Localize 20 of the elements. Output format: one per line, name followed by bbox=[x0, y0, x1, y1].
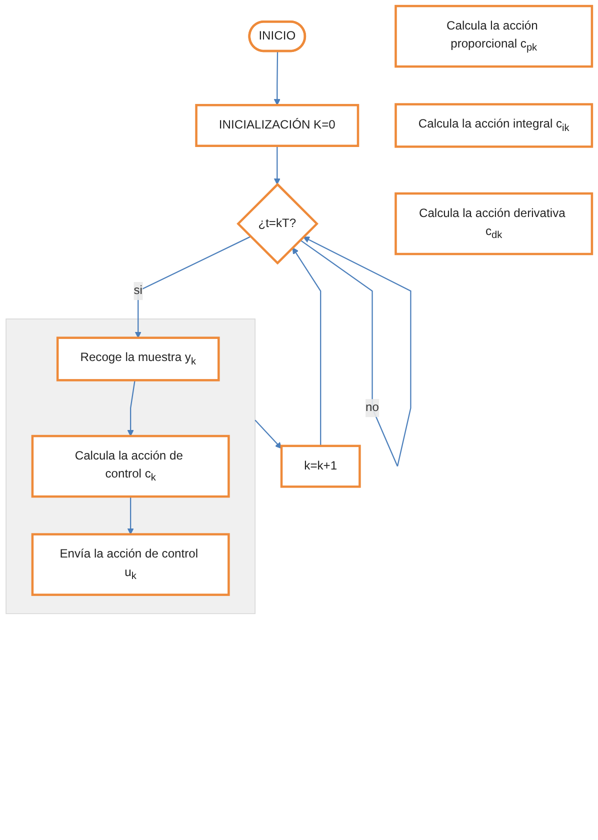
arrow bbox=[274, 51, 280, 106]
node-diamond: ¿t=kT? bbox=[236, 182, 318, 265]
edge-label: si bbox=[134, 284, 142, 298]
node-box: Calcula la acción de control c$_{k}$ bbox=[31, 434, 230, 498]
node-box: Calcula la acción integral c$_{ik}$ bbox=[394, 103, 594, 148]
node-box: Calcula la acción derivativa c$_{dk}$ bbox=[394, 192, 594, 256]
node-box: k=k+1 bbox=[280, 444, 361, 488]
arrow bbox=[254, 420, 282, 449]
node-box: Calcula la acción proporcional c$_{pk}$ bbox=[394, 4, 594, 68]
arrow bbox=[274, 146, 280, 185]
arrow bbox=[300, 236, 412, 466]
arrow bbox=[127, 380, 136, 436]
arrow bbox=[292, 247, 322, 446]
edge-label: no bbox=[366, 401, 379, 414]
cluster bbox=[6, 318, 256, 614]
arrow bbox=[127, 496, 134, 535]
node-box: Recoge la muestra y$_{k}$ bbox=[56, 336, 220, 382]
node-box: Envía la acción de control u$_{k}$ bbox=[31, 533, 230, 596]
node-box: INICIALIZACIÓN K=0 bbox=[195, 104, 360, 147]
arrow bbox=[134, 236, 251, 338]
